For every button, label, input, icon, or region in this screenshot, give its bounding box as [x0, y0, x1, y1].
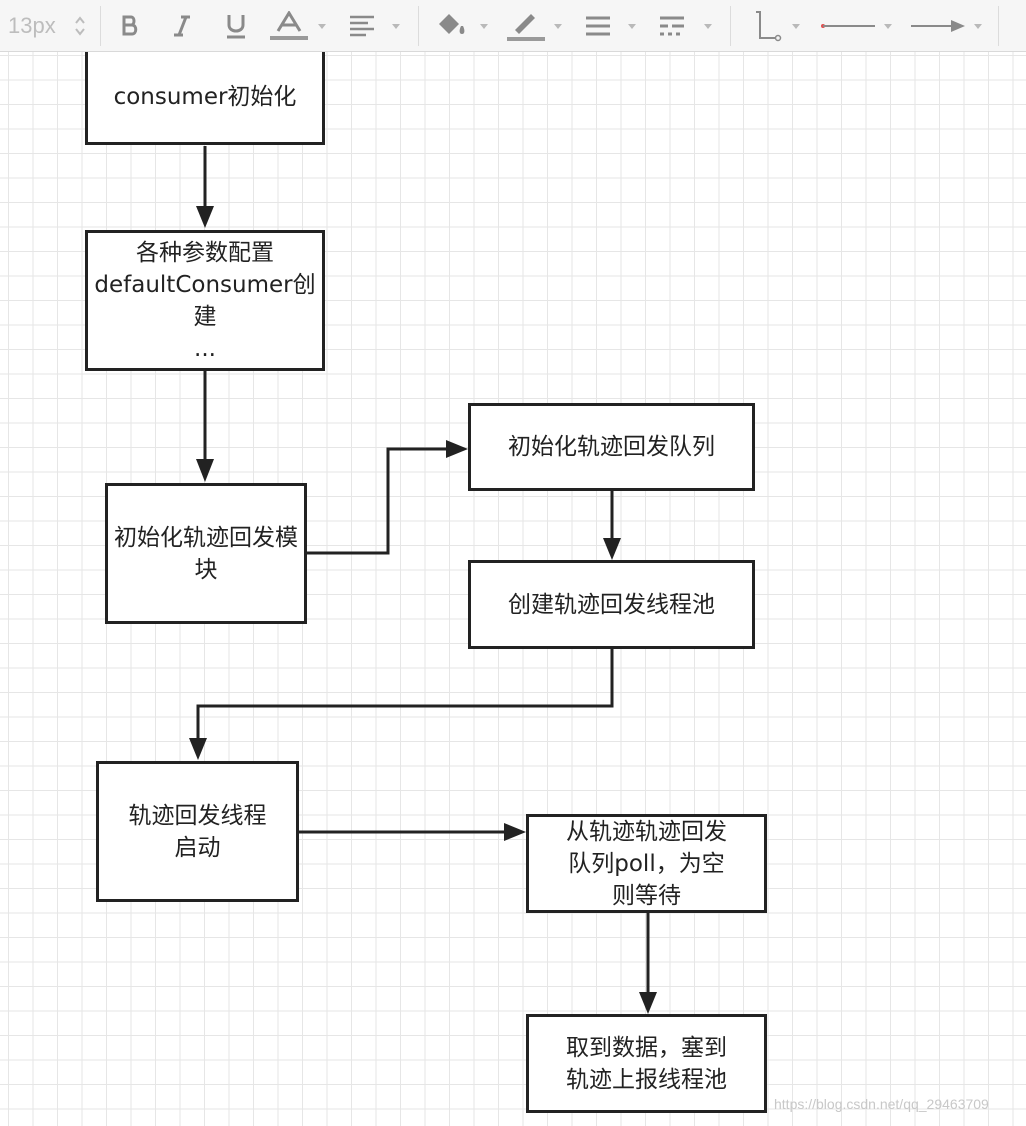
node-thread-start[interactable]: 轨迹回发线程 启动: [96, 761, 299, 902]
node-thread-pool-create[interactable]: 创建轨迹回发线程池: [468, 560, 755, 649]
edge-n1-n2-head: [196, 206, 214, 228]
node-param-config[interactable]: 各种参数配置 defaultConsumer创建 ...: [85, 230, 325, 371]
edge-n3-n4[interactable]: [306, 447, 448, 555]
connector-waypoint-icon[interactable]: [750, 0, 784, 52]
toolbar-divider: [998, 6, 999, 46]
line-color-icon[interactable]: [504, 0, 548, 52]
node-queue-poll[interactable]: 从轨迹轨迹回发 队列poll，为空 则等待: [526, 814, 767, 913]
edge-n7-n8-head: [639, 992, 657, 1014]
node-consumer-init[interactable]: consumer初始化: [85, 52, 325, 145]
bold-icon[interactable]: [116, 0, 144, 52]
line-start-icon[interactable]: [818, 0, 878, 52]
underline-icon[interactable]: [222, 0, 250, 52]
edge-n4-n5-head: [603, 538, 621, 560]
chevron-down-icon[interactable]: [552, 0, 564, 52]
line-end-icon[interactable]: [908, 0, 968, 52]
italic-icon[interactable]: [168, 0, 196, 52]
line-style-icon[interactable]: [656, 0, 688, 52]
chevron-down-icon[interactable]: [316, 0, 328, 52]
watermark: https://blog.csdn.net/qq_29463709: [774, 1096, 989, 1112]
node-trace-queue-init[interactable]: 初始化轨迹回发队列: [468, 403, 755, 491]
font-color-icon[interactable]: [266, 0, 312, 52]
chevron-down-icon[interactable]: [626, 0, 638, 52]
chevron-down-icon[interactable]: [972, 0, 984, 52]
font-size-stepper-icon[interactable]: [72, 0, 88, 52]
chevron-down-icon[interactable]: [702, 0, 714, 52]
toolbar-divider: [730, 6, 731, 46]
fill-color-icon[interactable]: [434, 0, 470, 52]
font-size-input[interactable]: 13px: [8, 13, 56, 38]
edge-n5-n6-head: [189, 738, 207, 760]
edge-n3-n4-head: [446, 440, 468, 458]
chevron-down-icon[interactable]: [478, 0, 490, 52]
toolbar-divider: [100, 6, 101, 46]
chevron-down-icon[interactable]: [390, 0, 402, 52]
align-icon[interactable]: [346, 0, 378, 52]
chevron-down-icon[interactable]: [790, 0, 802, 52]
toolbar-divider: [418, 6, 419, 46]
edge-n6-n7-head: [504, 823, 526, 841]
node-submit-to-pool[interactable]: 取到数据，塞到 轨迹上报线程池: [526, 1014, 767, 1113]
edge-n5-n6[interactable]: [196, 649, 614, 740]
node-trace-module-init[interactable]: 初始化轨迹回发模块: [105, 483, 307, 624]
edge-n2-n3-head: [196, 459, 214, 482]
chevron-down-icon[interactable]: [882, 0, 894, 52]
format-toolbar: 13px: [0, 0, 1026, 52]
line-width-icon[interactable]: [582, 0, 614, 52]
